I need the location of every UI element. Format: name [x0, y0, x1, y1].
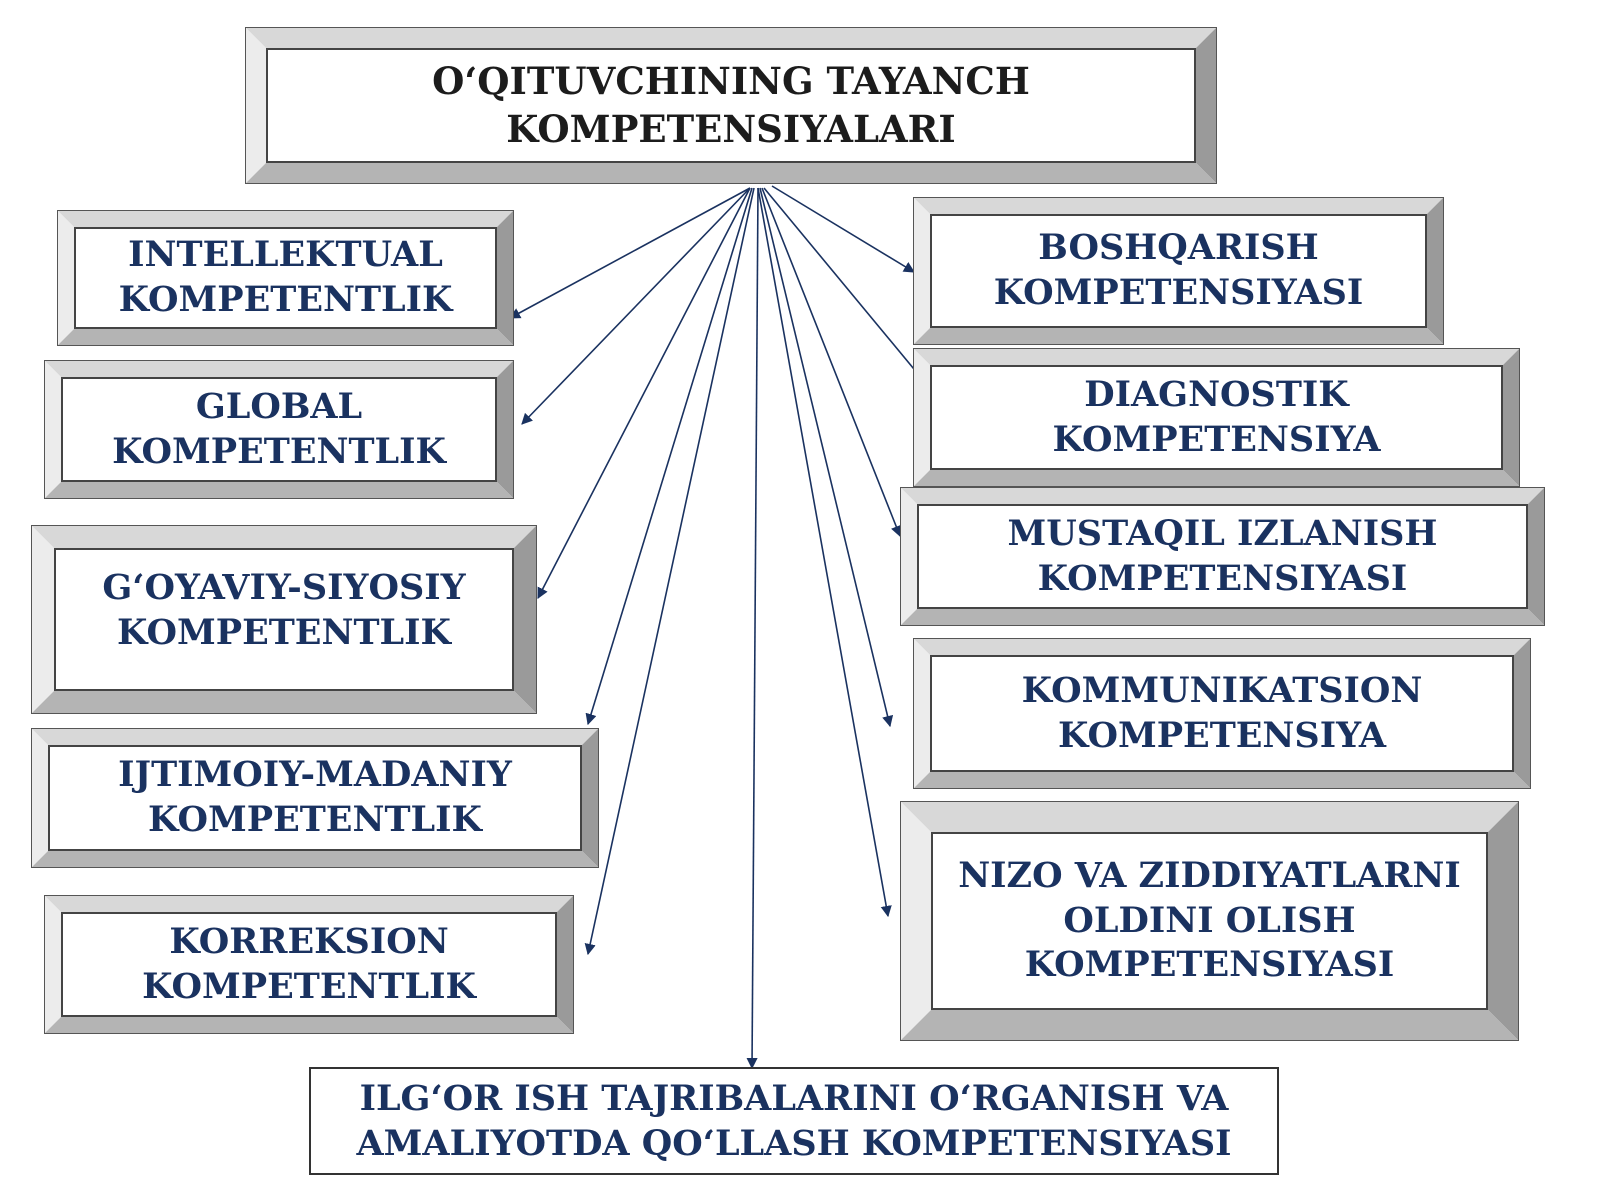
box-diagnostik: DIAGNOSTIK KOMPETENSIYA: [913, 348, 1520, 487]
box-global-bevel: [45, 361, 513, 498]
title-box: O‘QITUVCHINING TAYANCH KOMPETENSIYALARI: [245, 27, 1217, 184]
box-nizo-ziddiyat-line-2: OLDINI OLISH: [1063, 899, 1356, 941]
box-nizo-ziddiyat: NIZO VA ZIDDIYATLARNI OLDINI OLISH KOMPE…: [900, 801, 1519, 1041]
box-intellektual-line-1: INTELLEKTUAL: [128, 234, 443, 276]
box-mustaqil-izlanish-face: MUSTAQIL IZLANISH KOMPETENSIYASI: [917, 504, 1528, 609]
box-diagnostik-label: DIAGNOSTIK KOMPETENSIYA: [1053, 373, 1381, 463]
box-kommunikatsion-line-2: KOMPETENSIYA: [1058, 714, 1386, 756]
box-kommunikatsion: KOMMUNIKATSION KOMPETENSIYA: [913, 638, 1531, 789]
box-ilgor-tajriba-line-2: AMALIYOTDA QO‘LLASH KOMPETENSIYASI: [356, 1123, 1232, 1164]
box-ilgor-tajriba-label: ILG‘OR ISH TAJRIBALARINI O‘RGANISH VA AM…: [357, 1076, 1232, 1167]
box-nizo-ziddiyat-label: NIZO VA ZIDDIYATLARNI OLDINI OLISH KOMPE…: [958, 854, 1461, 988]
box-boshqarish-label: BOSHQARISH KOMPETENSIYASI: [994, 226, 1364, 316]
box-kommunikatsion-face: KOMMUNIKATSION KOMPETENSIYA: [930, 655, 1514, 772]
box-ijtimoiy-madaniy-face: IJTIMOIY-MADANIY KOMPETENTLIK: [48, 745, 582, 851]
box-boshqarish-bevel: [914, 198, 1443, 344]
box-kommunikatsion-line-1: KOMMUNIKATSION: [1021, 669, 1423, 711]
title-line-2: KOMPETENSIYALARI: [506, 106, 956, 151]
box-global-line-1: GLOBAL: [195, 385, 363, 427]
box-boshqarish-face: BOSHQARISH KOMPETENSIYASI: [930, 214, 1427, 328]
box-korreksion-bevel: [45, 896, 573, 1033]
box-intellektual-line-2: KOMPETENTLIK: [118, 279, 453, 320]
box-nizo-ziddiyat-line-3: KOMPETENSIYASI: [1024, 944, 1395, 986]
page-title: O‘QITUVCHINING TAYANCH KOMPETENSIYALARI: [432, 58, 1030, 153]
box-goyaviy-siyosiy: G‘OYAVIY-SIYOSIY KOMPETENTLIK: [31, 525, 537, 714]
box-goyaviy-siyosiy-line-1: G‘OYAVIY-SIYOSIY: [102, 567, 466, 608]
arrow-to-intellektual: [509, 187, 751, 319]
box-ijtimoiy-madaniy: IJTIMOIY-MADANIY KOMPETENTLIK: [31, 728, 599, 868]
box-korreksion-face: KORREKSION KOMPETENTLIK: [61, 912, 557, 1017]
box-goyaviy-siyosiy-line-2: KOMPETENTLIK: [117, 611, 451, 653]
box-diagnostik-bevel: [914, 349, 1519, 486]
box-global-face: GLOBAL KOMPETENTLIK: [61, 377, 497, 482]
arrow-to-global: [521, 187, 751, 425]
box-mustaqil-izlanish: MUSTAQIL IZLANISH KOMPETENSIYASI: [900, 487, 1545, 626]
box-mustaqil-izlanish-line-2: KOMPETENSIYASI: [1037, 557, 1408, 599]
box-global-line-2: KOMPETENTLIK: [112, 430, 446, 472]
box-intellektual-label: INTELLEKTUAL KOMPETENTLIK: [119, 233, 453, 323]
title-box-bevel: [246, 28, 1216, 183]
box-ilgor-tajriba: ILG‘OR ISH TAJRIBALARINI O‘RGANISH VA AM…: [309, 1067, 1279, 1175]
box-ijtimoiy-madaniy-line-2: KOMPETENTLIK: [148, 799, 482, 840]
box-ijtimoiy-madaniy-line-1: IJTIMOIY-MADANIY: [118, 754, 512, 796]
box-diagnostik-line-2: KOMPETENSIYA: [1052, 418, 1381, 460]
arrow-to-goyaviy: [537, 187, 751, 599]
box-korreksion-label: KORREKSION KOMPETENTLIK: [142, 920, 476, 1010]
box-diagnostik-face: DIAGNOSTIK KOMPETENSIYA: [930, 365, 1503, 470]
box-boshqarish-line-1: BOSHQARISH: [1038, 227, 1319, 269]
box-ijtimoiy-madaniy-bevel: [32, 729, 598, 867]
box-mustaqil-izlanish-bevel: [901, 488, 1544, 625]
box-intellektual: INTELLEKTUAL KOMPETENTLIK: [57, 210, 514, 346]
box-ilgor-tajriba-line-1: ILG‘OR ISH TAJRIBALARINI O‘RGANISH VA: [359, 1077, 1229, 1119]
arrow-to-boshqarish: [771, 185, 915, 273]
arrow-to-ilgor: [746, 187, 759, 1070]
box-nizo-ziddiyat-line-1: NIZO VA ZIDDIYATLARNI: [958, 854, 1461, 896]
box-intellektual-face: INTELLEKTUAL KOMPETENTLIK: [74, 227, 497, 329]
box-korreksion-line-1: KORREKSION: [169, 920, 449, 962]
arrow-to-mustaqil: [761, 187, 902, 538]
arrow-to-nizo: [757, 187, 892, 918]
box-global-label: GLOBAL KOMPETENTLIK: [112, 385, 446, 475]
title-line-1: O‘QITUVCHINING TAYANCH: [432, 59, 1030, 104]
box-goyaviy-siyosiy-label: G‘OYAVIY-SIYOSIY KOMPETENTLIK: [102, 566, 465, 656]
title-box-face: O‘QITUVCHINING TAYANCH KOMPETENSIYALARI: [266, 48, 1196, 163]
arrow-to-korreksion: [584, 187, 755, 956]
box-diagnostik-line-1: DIAGNOSTIK: [1084, 373, 1349, 415]
box-korreksion-line-2: KOMPETENTLIK: [142, 965, 476, 1007]
box-korreksion: KORREKSION KOMPETENTLIK: [44, 895, 574, 1034]
box-nizo-ziddiyat-bevel: [901, 802, 1518, 1040]
arrow-to-diagnostik: [763, 187, 929, 387]
box-global: GLOBAL KOMPETENTLIK: [44, 360, 514, 499]
box-goyaviy-siyosiy-face: G‘OYAVIY-SIYOSIY KOMPETENTLIK: [54, 548, 514, 691]
box-boshqarish-line-2: KOMPETENSIYASI: [993, 272, 1364, 313]
box-ijtimoiy-madaniy-label: IJTIMOIY-MADANIY KOMPETENTLIK: [118, 753, 512, 843]
box-intellektual-bevel: [58, 211, 513, 345]
box-kommunikatsion-label: KOMMUNIKATSION KOMPETENSIYA: [1022, 669, 1423, 759]
arrow-to-kommunikatsion: [759, 187, 894, 728]
box-mustaqil-izlanish-label: MUSTAQIL IZLANISH KOMPETENSIYASI: [1008, 512, 1438, 602]
box-goyaviy-siyosiy-bevel: [32, 526, 536, 713]
box-boshqarish: BOSHQARISH KOMPETENSIYASI: [913, 197, 1444, 345]
box-nizo-ziddiyat-face: NIZO VA ZIDDIYATLARNI OLDINI OLISH KOMPE…: [931, 832, 1488, 1010]
box-mustaqil-izlanish-line-1: MUSTAQIL IZLANISH: [1007, 512, 1438, 554]
box-kommunikatsion-bevel: [914, 639, 1530, 788]
arrow-to-ijtimoiy: [585, 187, 753, 726]
